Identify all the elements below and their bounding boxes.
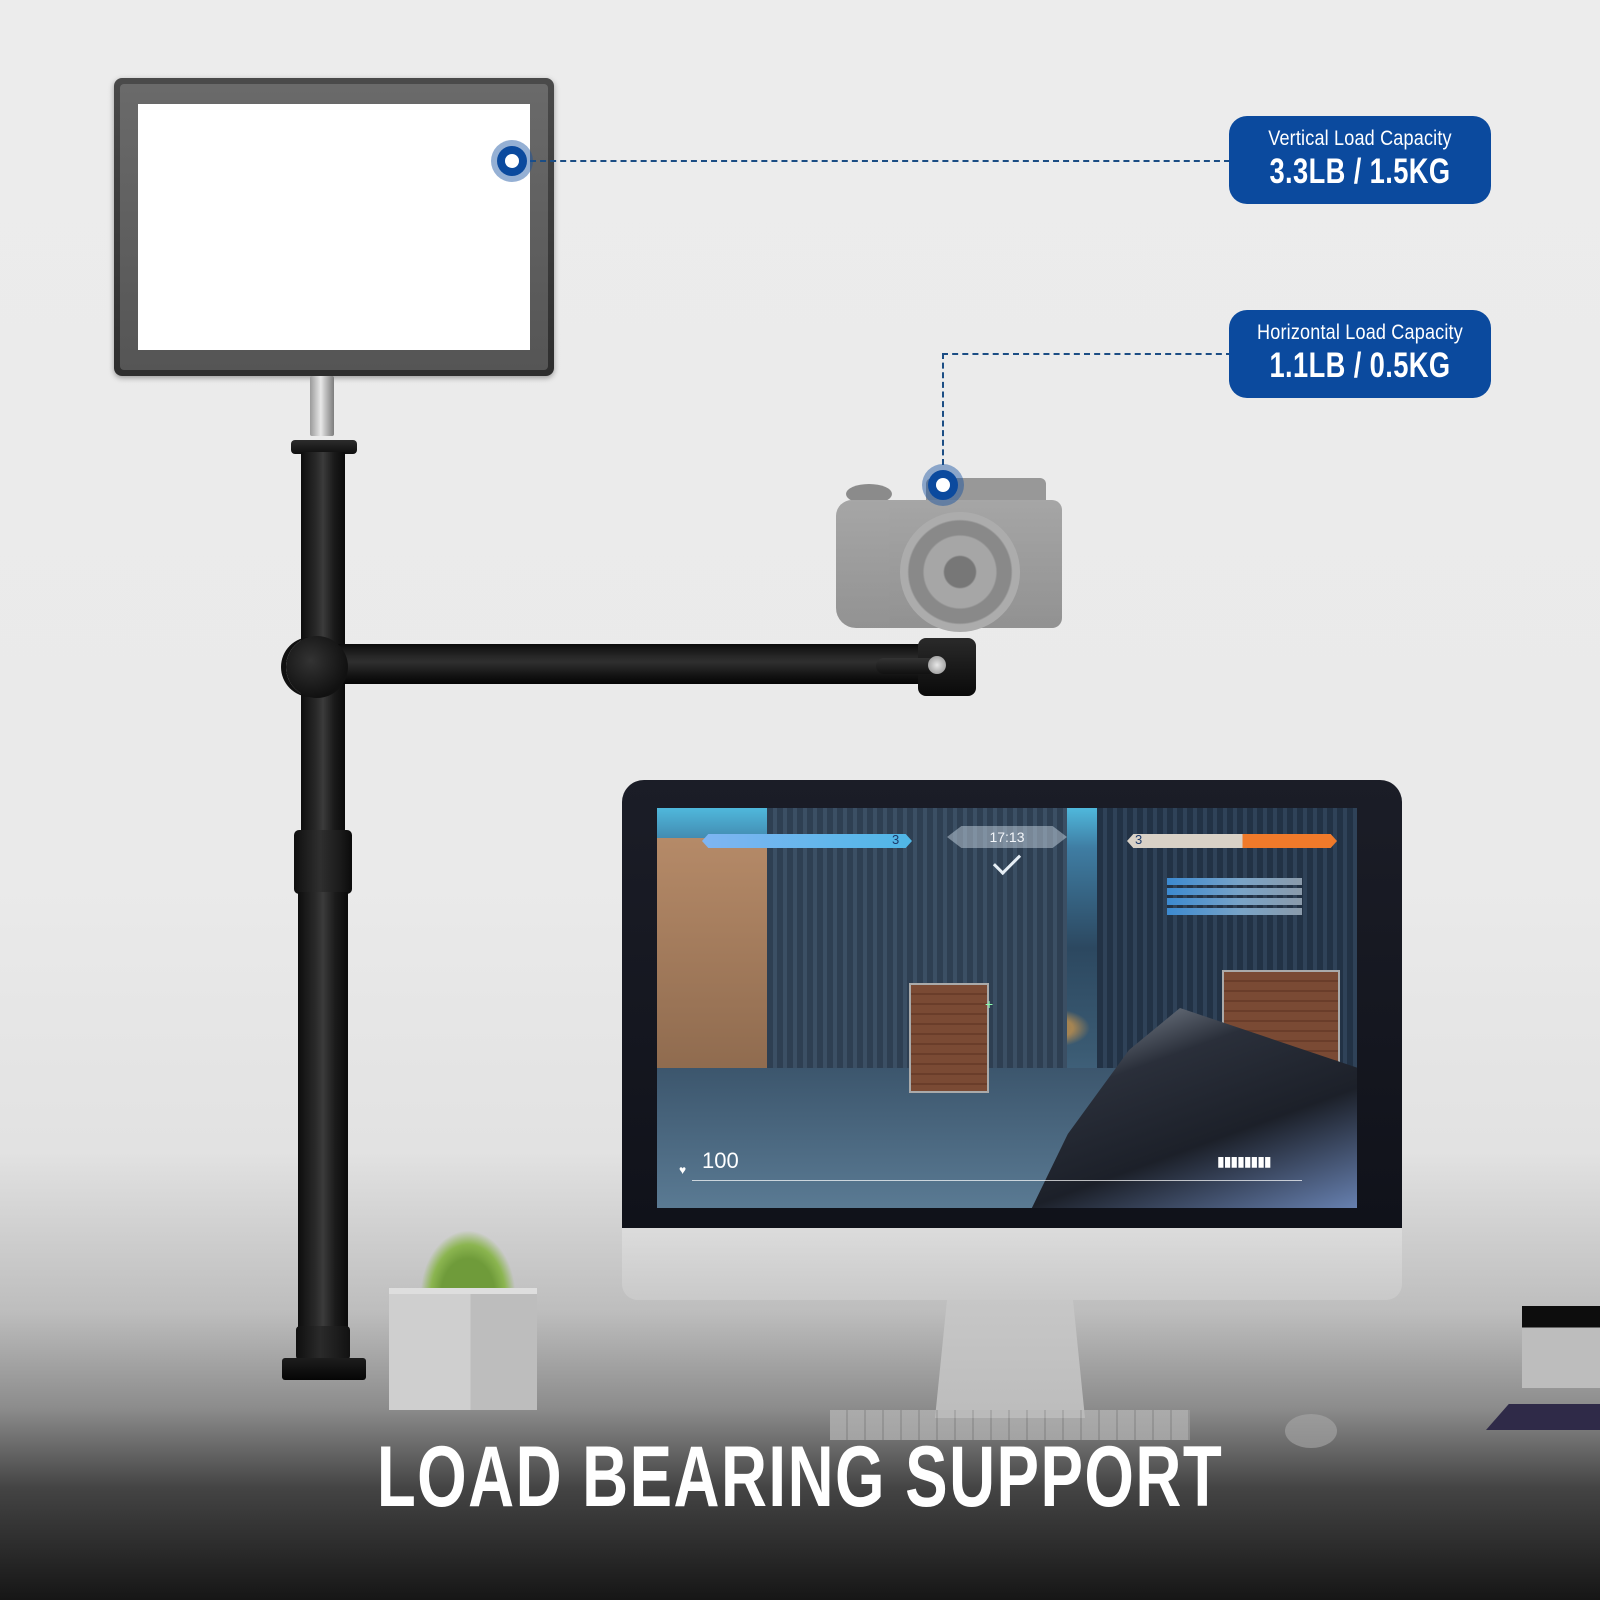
- notebook: [1486, 1404, 1600, 1430]
- hud-baseline: [692, 1180, 1302, 1181]
- pole-top-cap: [291, 440, 357, 454]
- game-crate: [909, 983, 989, 1093]
- vertical-capacity-value: 3.3LB / 1.5KG: [1269, 152, 1451, 191]
- horizontal-arm: [330, 644, 930, 684]
- vertical-capacity-label: Vertical Load Capacity: [1268, 127, 1452, 150]
- hud-team-left-score: 3: [892, 832, 900, 847]
- camera-mode-dial: [846, 484, 892, 504]
- camera-lens: [900, 512, 1020, 632]
- planter-box: [389, 1294, 537, 1410]
- callout-line-horizontal-drop: [942, 353, 944, 465]
- horizontal-capacity-badge: Horizontal Load Capacity 1.1LB / 0.5KG: [1229, 310, 1491, 398]
- mouse: [1285, 1414, 1337, 1448]
- clamp-lever: [876, 658, 936, 674]
- hud-killfeed: [1167, 878, 1302, 918]
- monitor-chin: [622, 1228, 1402, 1300]
- light-anchor-dot-icon: [491, 140, 533, 182]
- hud-timer: 17:13: [947, 826, 1067, 848]
- vertical-capacity-badge: Vertical Load Capacity 3.3LB / 1.5KG: [1229, 116, 1491, 204]
- led-light-panel: [114, 78, 554, 376]
- height-lock-collar: [294, 830, 352, 894]
- hud-team-right-bar: [1127, 834, 1337, 848]
- arm-lock-knob: [286, 636, 348, 698]
- monitor-screen-game: 3 3 17:13 + ♥ 100 ▮▮▮▮▮▮▮▮: [657, 808, 1357, 1208]
- game-brick-building: [657, 838, 767, 1078]
- killfeed-row: [1167, 898, 1302, 905]
- monitor-stand: [935, 1300, 1085, 1418]
- hud-team-left-bar: [702, 834, 912, 848]
- page-title: LOAD BEARING SUPPORT: [376, 1429, 1224, 1525]
- hud-team-right-score: 3: [1135, 832, 1143, 847]
- light-panel-diffuser: [138, 104, 530, 350]
- killfeed-row: [1167, 888, 1302, 895]
- keyboard: [830, 1410, 1190, 1440]
- horizontal-capacity-label: Horizontal Load Capacity: [1257, 321, 1463, 344]
- callout-line-horizontal-top: [942, 353, 1232, 355]
- killfeed-row: [1167, 878, 1302, 885]
- crosshair-icon: +: [985, 996, 994, 1012]
- callout-line-vertical: [530, 160, 1230, 162]
- heart-icon: ♥: [679, 1163, 687, 1177]
- camera-anchor-dot-icon: [922, 464, 964, 506]
- desk-clamp-plate: [282, 1358, 366, 1380]
- light-spigot: [310, 376, 334, 436]
- camera: [836, 478, 1062, 636]
- ammo-icon: ▮▮▮▮▮▮▮▮: [1217, 1153, 1272, 1169]
- clamp-screw: [928, 656, 946, 674]
- desk-box: [1522, 1306, 1600, 1388]
- planter-rim: [389, 1288, 537, 1298]
- hud-health-value: 100: [702, 1148, 739, 1173]
- killfeed-row: [1167, 908, 1302, 915]
- succulent-plant: [420, 1230, 516, 1296]
- horizontal-capacity-value: 1.1LB / 0.5KG: [1269, 346, 1451, 385]
- pole-base-collar: [296, 1326, 350, 1360]
- stand-pole-lower: [298, 892, 348, 1332]
